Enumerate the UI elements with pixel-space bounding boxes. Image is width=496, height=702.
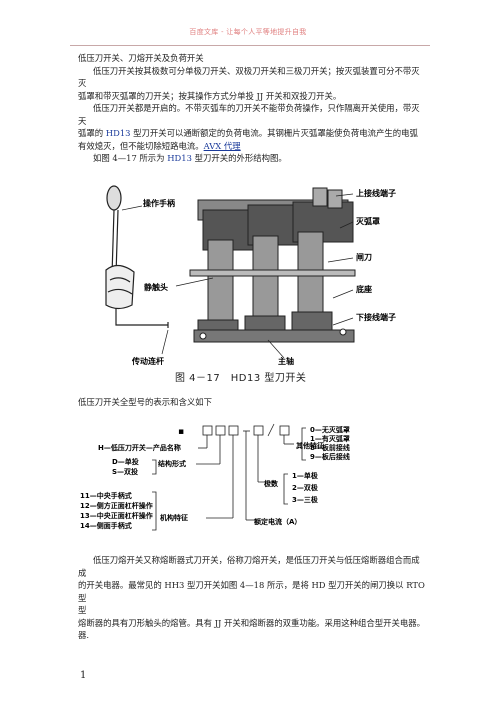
- text-block-bottom: 低压刀熔开关又称熔断器式刀开关，俗称刀熔开关，是低压刀开关与低压熔断器组合而成 …: [78, 554, 430, 642]
- paragraph-line: 低压刀熔开关又称熔断器式刀开关，俗称刀熔开关，是低压刀开关与低压熔断器组合而成: [93, 555, 420, 565]
- code-8: 8—板前接线: [310, 443, 350, 452]
- page-number: 1: [80, 670, 87, 681]
- label-upper-terminal: 上接线端子: [356, 188, 396, 198]
- code-current: 额定电流（A）: [253, 517, 301, 526]
- label-static-contact: 静触头: [144, 282, 168, 292]
- paragraph-line: 成: [78, 567, 87, 578]
- code-mechanism: 机构特征: [160, 513, 188, 522]
- code-1: 1—有灭弧罩: [310, 434, 350, 443]
- code-0: 0—无灭弧罩: [310, 425, 350, 434]
- handle-drawing: [105, 185, 169, 328]
- code-H: H—低压刀开关—产品名称: [98, 443, 181, 452]
- avx-link[interactable]: AVX 代理: [203, 140, 241, 151]
- code-poles: 极数: [264, 479, 279, 488]
- page-header: 百度文库 - 让每个人平等地提升自我: [189, 28, 307, 36]
- paragraph-line: 熔断器的具有刀形触头的熔管。具有 JJ 开关和熔断器的双重功能。采用这种组合型开…: [78, 617, 426, 628]
- code-12: 12—侧方正面杠杆操作: [80, 501, 153, 510]
- label-blade: 闸刀: [356, 252, 372, 262]
- label-arc-chute: 灭弧罩: [355, 216, 380, 226]
- paragraph-line: 有效熄灭，但不能切除短路电流。AVX 代理: [78, 140, 241, 151]
- code-D: D—单投: [112, 457, 139, 466]
- switch-figure: 操作手柄 静触头 传动连杆 主轴 上接线端子 灭弧罩 闸刀 底座 下接线端子: [105, 185, 396, 366]
- code-p2: 2—双极: [292, 483, 319, 492]
- code-p1: 1—单极: [292, 471, 319, 480]
- figure-caption: 图 4－17 HD13 型刀开关: [175, 373, 307, 384]
- label-handle: 操作手柄: [143, 198, 175, 208]
- code-11: 11—中央手柄式: [80, 491, 132, 500]
- text-block-top: 低压刀开关、刀熔开关及负荷开关 低压刀开关按其极数可分单极刀开关、双极刀开关和三…: [78, 52, 430, 165]
- paragraph-line: 灭: [78, 78, 87, 88]
- code-other-features: 其他特征: [296, 441, 324, 450]
- label-shaft: 主轴: [278, 356, 294, 366]
- paragraph-line: 低压刀开关按其极数可分单极刀开关、双极刀开关和三极刀开关；按灭弧装置可分不带灭: [93, 65, 420, 76]
- paragraph-line: 如图 4—17 所示为 HD13 型刀开关的外形结构图。: [93, 153, 287, 163]
- label-lower-terminal: 下接线端子: [356, 312, 396, 322]
- paragraph-line: 的开关电器。最常见的 HH3 型刀开关如图 4—18 所示，是将 HD 型刀开关…: [78, 580, 425, 603]
- code-S: S—双投: [112, 467, 138, 476]
- label-base: 底座: [355, 284, 372, 294]
- code-14: 14—侧面手柄式: [80, 521, 132, 530]
- code-13: 13—中央正面杠杆操作: [80, 511, 153, 520]
- paragraph-line: 低压刀开关都是开启的。不带灭弧车的刀开关不能带负荷操作，只作隔离开关使用，带灭: [93, 103, 420, 113]
- diagram-dot: ▪: [178, 427, 184, 437]
- paragraph-line: 低压刀开关全型号的表示和含义如下: [78, 397, 212, 407]
- paragraph-line: 型: [78, 605, 87, 615]
- heading-line: 低压刀开关、刀熔开关及负荷开关: [78, 53, 204, 63]
- code-structure: 结构形式: [157, 459, 186, 468]
- header-divider: [70, 45, 430, 46]
- paragraph-line: 天: [78, 115, 87, 126]
- poles-drawing: [189, 187, 356, 343]
- label-rod: 传动连杆: [131, 356, 164, 366]
- model-code-diagram: ▪ H—低压刀开关—产品名称 结构形式 D—单投 S—双投 11—中央手柄式 1…: [80, 423, 350, 531]
- paragraph-line: 弧罩的 HD13 型刀开关可以通断额定的负荷电流。其钢栅片灭弧罩能使负荷电流产生…: [78, 128, 418, 138]
- code-9: 9—板后接线: [310, 452, 350, 461]
- code-p3: 3—三极: [292, 495, 319, 504]
- paragraph-line: 器.: [78, 630, 90, 640]
- model-intro: 低压刀开关全型号的表示和含义如下: [78, 396, 430, 409]
- paragraph-line: 弧罩和带灭弧罩的刀开关；按其操作方式分单投 JJ 开关和双投刀开关。: [78, 90, 342, 101]
